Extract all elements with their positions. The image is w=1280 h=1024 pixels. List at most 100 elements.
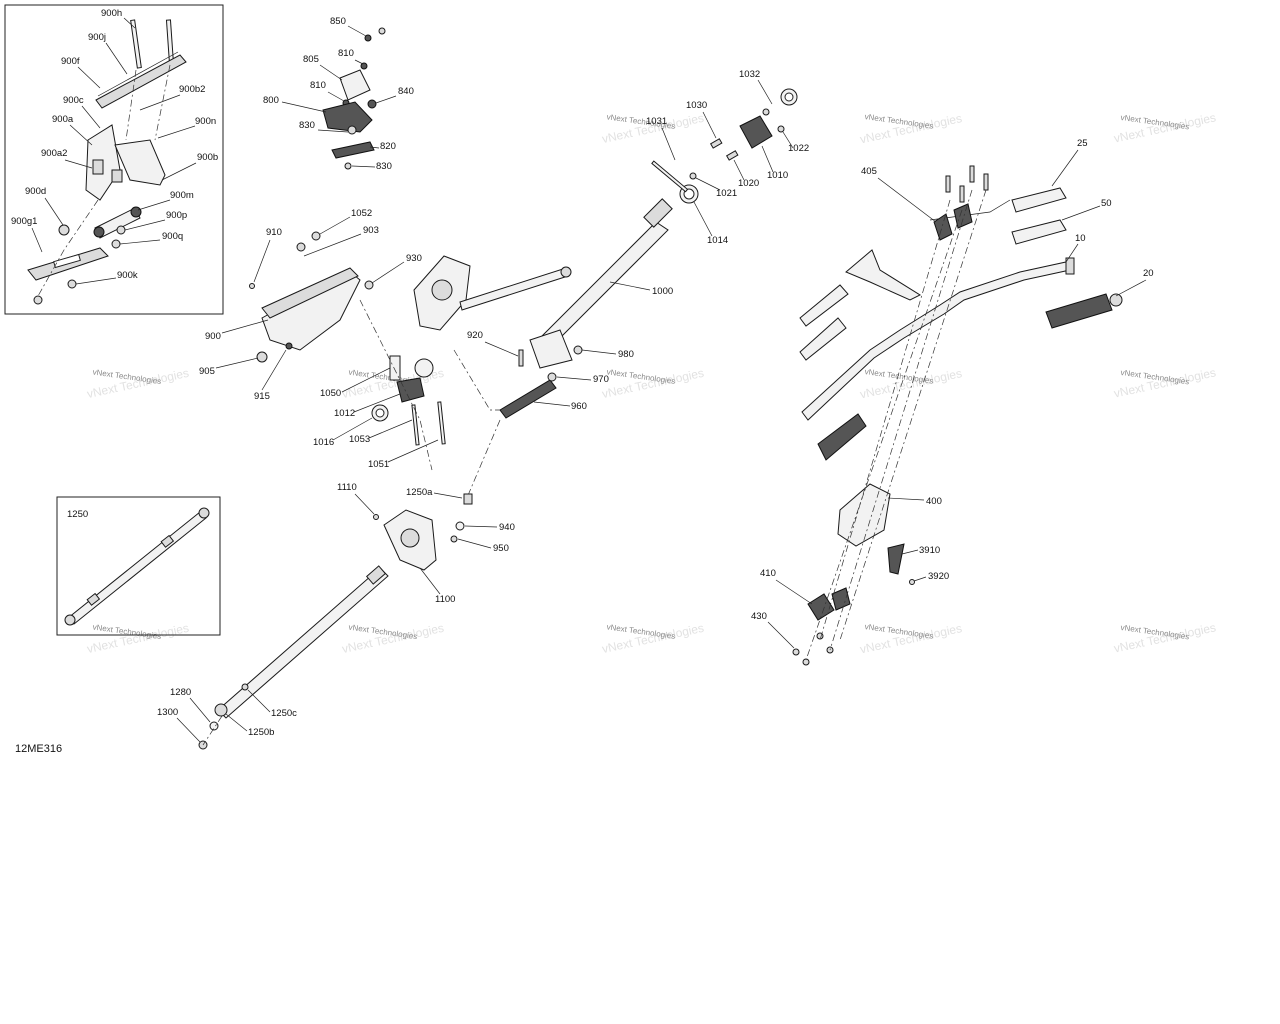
svg-text:400: 400 (926, 496, 942, 507)
callout-20: 20 (1115, 268, 1154, 297)
svg-text:430: 430 (751, 611, 767, 622)
svg-text:50: 50 (1101, 198, 1112, 209)
svg-text:900c: 900c (63, 95, 84, 106)
svg-text:1000: 1000 (652, 286, 673, 297)
callout-930: 930 (371, 253, 422, 284)
watermark: vNext Technologies vNext Technologies (859, 111, 963, 146)
callout-950: 950 (457, 538, 509, 554)
watermark: vNext Technologies vNext Technologies (86, 621, 190, 656)
svg-text:1031: 1031 (646, 116, 667, 127)
svg-text:905: 905 (199, 366, 215, 377)
callout-1053: 1053 (349, 419, 413, 445)
bar-end (1065, 257, 1075, 275)
bracket-plate (261, 267, 359, 319)
clamp (831, 587, 851, 611)
callout-50: 50 (1061, 198, 1112, 221)
svg-text:810: 810 (310, 80, 326, 91)
callout-900a2: 900a2 (41, 148, 93, 169)
svg-text:910: 910 (266, 227, 282, 238)
svg-text:950: 950 (493, 543, 509, 554)
svg-text:1016: 1016 (313, 437, 334, 448)
callout-1052: 1052 (319, 208, 372, 235)
bolt (969, 165, 975, 183)
svg-text:1250c: 1250c (271, 708, 297, 719)
svg-text:900p: 900p (166, 210, 187, 221)
svg-text:1021: 1021 (716, 188, 737, 199)
inset-frame (56, 496, 221, 636)
bolt-910 (249, 283, 255, 289)
bracket-900f (95, 54, 187, 109)
bolt (983, 173, 989, 191)
grip-cover-25 (1011, 187, 1067, 213)
clamp-1010 (739, 115, 773, 149)
inset-1250: 1250 (56, 496, 221, 636)
clamp-405 (933, 213, 953, 241)
callout-900q: 900q (119, 231, 183, 245)
ball-joint (130, 206, 142, 218)
watermark: vNext Technologies vNext Technologies (1113, 365, 1217, 400)
watermark: vNext Technologies vNext Technologies (1113, 110, 1217, 145)
callout-1051: 1051 (368, 439, 439, 470)
inset-900-assembly: 900h 900j 900f 900c 900b2 900a 900n 900a… (4, 4, 224, 315)
svg-text:900d: 900d (25, 186, 46, 197)
pin-1030 (709, 138, 723, 149)
svg-text:410: 410 (760, 568, 776, 579)
callout-1032: 1032 (739, 69, 773, 105)
watermark: vNext Technologies vNext Technologies (859, 366, 963, 401)
svg-text:960: 960 (571, 401, 587, 412)
ball-joint (93, 226, 105, 238)
callout-900b2: 900b2 (139, 84, 205, 111)
callout-900a: 900a (52, 114, 93, 146)
callout-1012: 1012 (334, 393, 401, 419)
svg-text:1014: 1014 (707, 235, 728, 246)
svg-text:830: 830 (376, 161, 392, 172)
column-bracket (529, 329, 573, 369)
wire-harness (845, 249, 922, 301)
svg-text:1012: 1012 (334, 408, 355, 419)
link-960 (499, 379, 557, 419)
watermark: vNext Technologies vNext Technologies (601, 366, 705, 401)
callout-900h: 900h (101, 8, 136, 29)
screw-3920 (909, 579, 915, 585)
bolt-1110 (373, 514, 379, 520)
callout-900n: 900n (157, 116, 216, 139)
callout-1050: 1050 (320, 367, 391, 399)
svg-text:900: 900 (205, 331, 221, 342)
riser-400 (837, 483, 891, 547)
callout-1022: 1022 (782, 131, 809, 154)
svg-text:900k: 900k (117, 270, 138, 281)
grip-cover-50 (1011, 219, 1067, 245)
svg-text:940: 940 (499, 522, 515, 533)
nut-840 (367, 99, 377, 109)
callout-1300: 1300 (157, 707, 201, 743)
svg-text:800: 800 (263, 95, 279, 106)
assembly-1100: 1110 1250a 940 950 1100 1280 1300 1250c … (157, 482, 515, 750)
callout-900m: 900m (137, 190, 194, 211)
callout-1000: 1000 (609, 281, 673, 297)
svg-text:900f: 900f (61, 56, 80, 67)
callout-830: 830 (351, 161, 392, 172)
nut-903 (296, 242, 306, 252)
svg-text:970: 970 (593, 374, 609, 385)
svg-text:920: 920 (467, 330, 483, 341)
column-tube (535, 221, 669, 351)
bolt (959, 185, 965, 203)
svg-text:900b2: 900b2 (179, 84, 205, 95)
pin-1020 (725, 150, 739, 161)
steering-column-1000: 1032 1030 1031 1022 1020 1010 1021 1014 … (529, 69, 809, 369)
svg-text:20: 20 (1143, 268, 1154, 279)
callout-915: 915 (254, 349, 287, 402)
watermark: vNext Technologies vNext Technologies (601, 621, 705, 656)
bolt-830 (344, 162, 352, 170)
callout-900d: 900d (25, 186, 64, 226)
svg-text:3920: 3920 (928, 571, 949, 582)
callout-900p: 900p (124, 210, 187, 231)
washer-900d (58, 224, 70, 236)
bracket-805 (339, 69, 371, 101)
callout-900b: 900b (161, 152, 218, 181)
plate-slot (53, 253, 81, 269)
svg-text:900q: 900q (162, 231, 183, 242)
callout-903: 903 (303, 225, 379, 257)
callout-1010: 1010 (761, 145, 788, 181)
assembly-800: 850 810 805 810 840 800 830 820 830 (263, 16, 414, 172)
